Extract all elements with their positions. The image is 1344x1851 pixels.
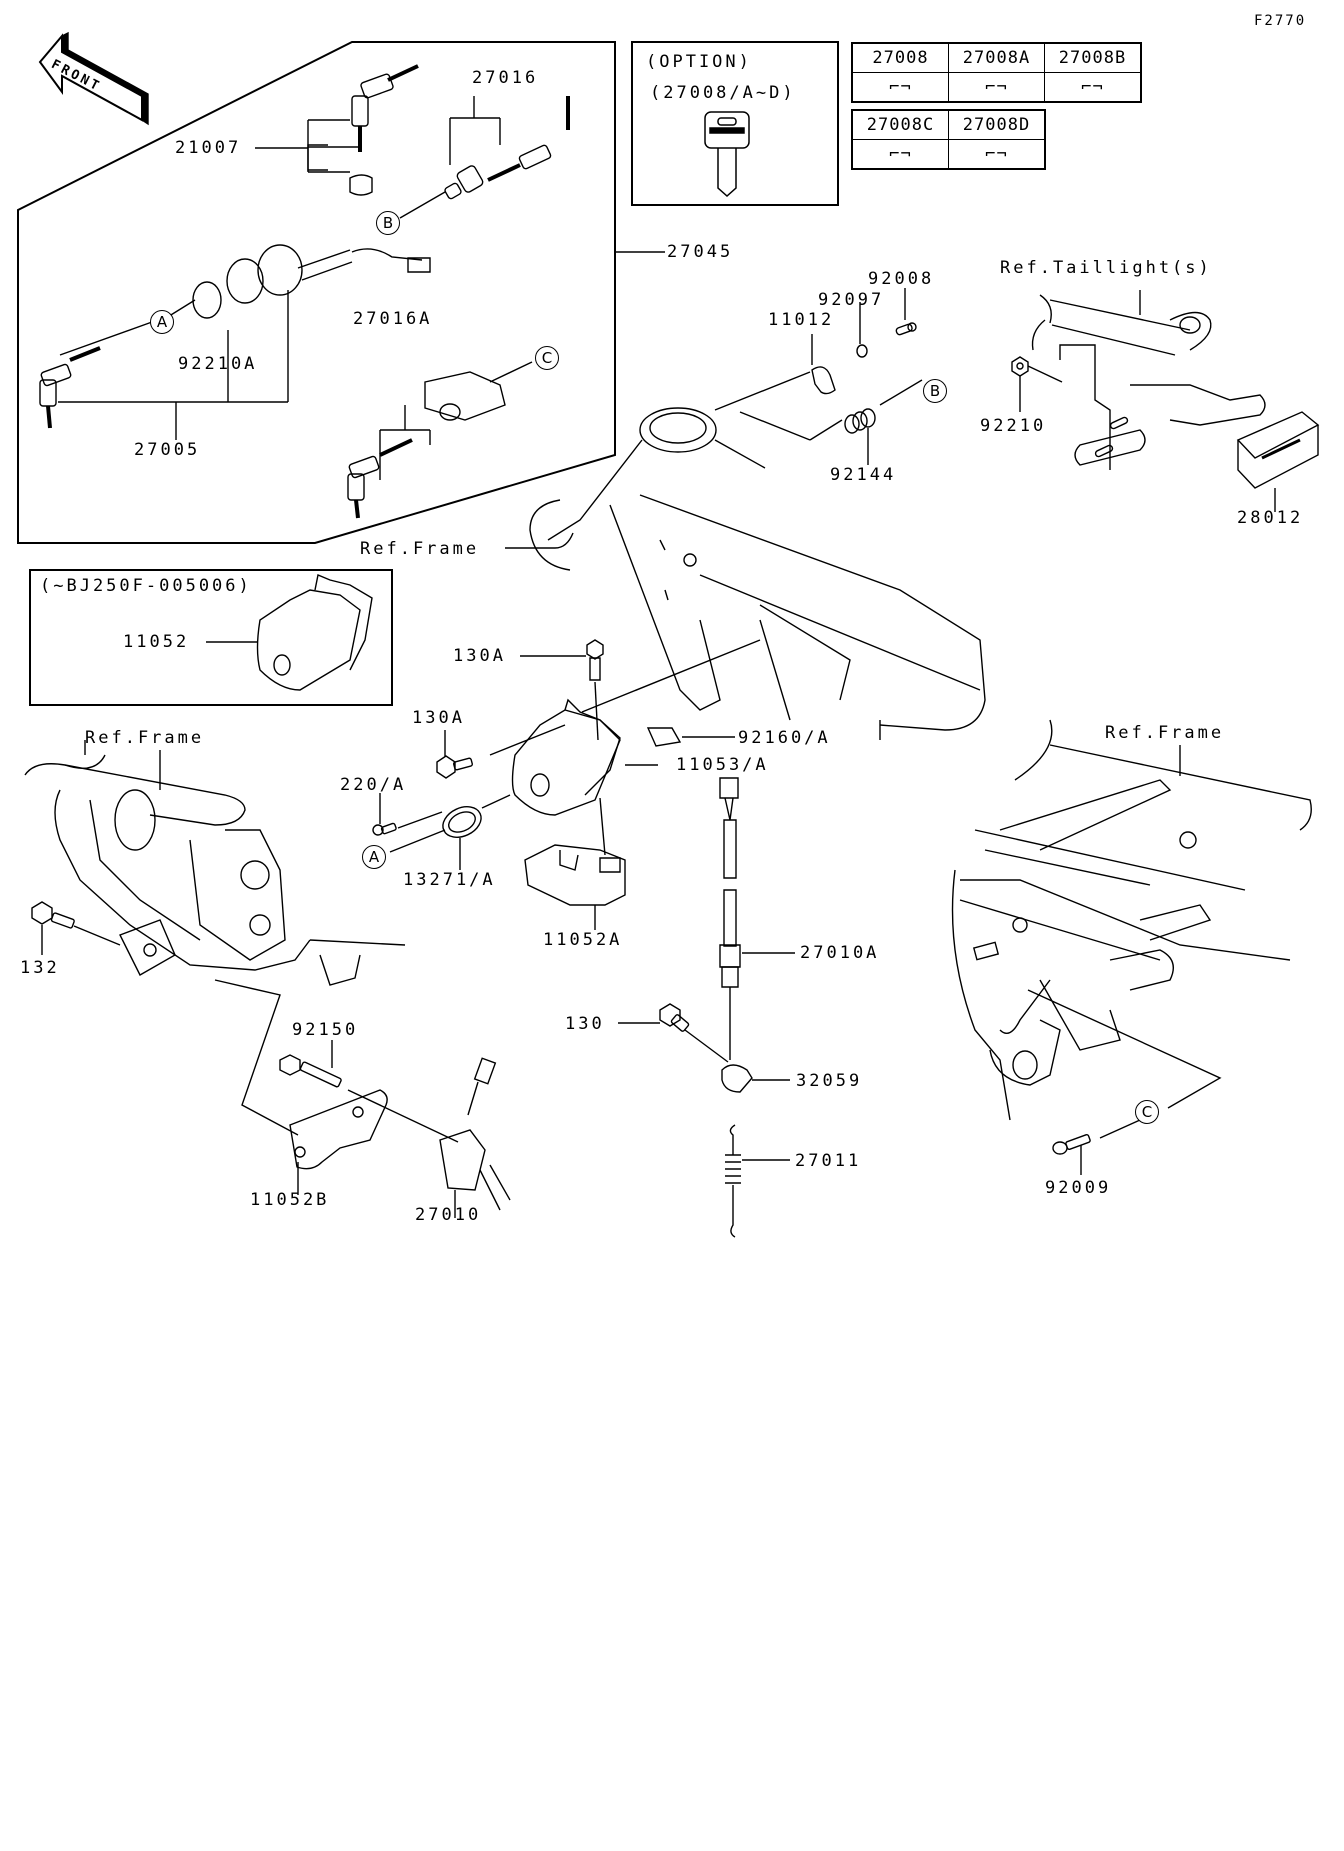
plate-13271A-icon	[438, 801, 486, 843]
bolt-130A-icon	[587, 640, 603, 680]
clamp-32059-icon	[722, 1065, 752, 1092]
part-label: 27045	[667, 242, 734, 262]
callout-a-lower: A	[362, 845, 386, 869]
part-label: 32059	[796, 1071, 863, 1091]
cover-11012-icon	[812, 367, 835, 394]
bracket-11053A-icon	[513, 700, 621, 815]
ignition-switch-icon	[193, 245, 430, 318]
callout-c-lower: C	[1135, 1100, 1159, 1124]
screw-92008-icon	[895, 323, 916, 335]
option-title: (OPTION)	[646, 52, 752, 72]
ref-frame-center: Ref.Frame	[360, 539, 480, 559]
part-label: 27005	[134, 440, 201, 460]
keys-27005-icon	[40, 348, 100, 428]
part-label: 28012	[1237, 508, 1304, 528]
key-code-27008D: 27008D	[948, 109, 1046, 140]
key-profile-icon: ⌐¬	[1044, 72, 1142, 103]
part-label: 130	[565, 1014, 605, 1034]
part-label: 92009	[1045, 1178, 1112, 1198]
keys-21007-icon	[350, 66, 418, 195]
screw-220A-icon	[373, 823, 397, 835]
part-label: 130A	[453, 646, 506, 666]
part-label: 13271/A	[403, 870, 496, 890]
ref-frame-left: Ref.Frame	[85, 728, 205, 748]
frame-head-icon	[530, 408, 985, 740]
taillight-bracket-icon	[1033, 295, 1266, 470]
part-label: 27016A	[353, 309, 433, 329]
part-label: 27010A	[800, 943, 880, 963]
callout-b-lower: B	[923, 379, 947, 403]
key-code-table-row1: 27008 27008A 27008B ⌐¬ ⌐¬ ⌐¬	[851, 42, 1142, 103]
part-label: 11053/A	[676, 755, 769, 775]
diagram-id: F2770	[1254, 13, 1307, 29]
option-range: (27008/A~D)	[650, 83, 796, 103]
part-label: 27011	[795, 1151, 862, 1171]
option-box	[632, 42, 838, 205]
switch-27010-icon	[440, 1058, 510, 1210]
switch-27010A-icon	[720, 778, 740, 1060]
screw-92009-icon	[1053, 1134, 1091, 1154]
bolt-92150-icon	[280, 1055, 342, 1087]
bracket-11052-icon	[258, 575, 373, 690]
part-label: 92150	[292, 1020, 359, 1040]
key-code-27008C: 27008C	[851, 109, 949, 140]
part-label: 130A	[412, 708, 465, 728]
part-label: 92097	[818, 290, 885, 310]
ref-frame-right: Ref.Frame	[1105, 723, 1225, 743]
key-profile-icon: ⌐¬	[948, 72, 1045, 103]
part-label: 220/A	[340, 775, 407, 795]
left-frame-icon	[25, 740, 405, 985]
reflector-28012-icon	[1238, 412, 1318, 488]
option-key-icon	[705, 112, 749, 196]
spring-27011-icon	[725, 1125, 741, 1237]
ignition-kit-panel	[18, 42, 615, 543]
washer-92097-icon	[857, 345, 867, 357]
callout-c-upper: C	[535, 346, 559, 370]
key-code-table-row2: 27008C 27008D ⌐¬ ⌐¬	[851, 109, 1046, 170]
bolt-130A-lower-icon	[437, 756, 473, 778]
right-frame-icon	[953, 720, 1312, 1120]
seat-lock-27016A-icon	[348, 372, 505, 518]
lock-cylinder-27016-icon	[444, 96, 568, 200]
bolt-130-icon	[660, 1004, 689, 1032]
part-label: 92008	[868, 269, 935, 289]
cover-11052A-icon	[525, 845, 625, 905]
key-code-27008: 27008	[851, 42, 949, 73]
part-label-11052: 11052	[123, 632, 190, 652]
key-profile-icon: ⌐¬	[851, 72, 949, 103]
callout-b-upper: B	[376, 211, 400, 235]
callout-a-upper: A	[150, 310, 174, 334]
part-label: 27010	[415, 1205, 482, 1225]
key-code-27008A: 27008A	[948, 42, 1045, 73]
key-code-27008B: 27008B	[1044, 42, 1142, 73]
part-label: 21007	[175, 138, 242, 158]
bolt-132-icon	[32, 902, 75, 928]
nut-92210-icon	[1012, 357, 1028, 376]
part-label: 11012	[768, 310, 835, 330]
part-label: 132	[20, 958, 60, 978]
serial-range-label: (~BJ250F-005006)	[40, 576, 252, 596]
part-label: 11052B	[250, 1190, 330, 1210]
part-label: 92160/A	[738, 728, 831, 748]
pad-92160A-icon	[648, 728, 680, 746]
part-label: 11052A	[543, 930, 623, 950]
key-profile-icon: ⌐¬	[948, 139, 1046, 170]
ref-taillight: Ref.Taillight(s)	[1000, 258, 1212, 278]
key-profile-icon: ⌐¬	[851, 139, 949, 170]
spring-92144-icon	[845, 409, 875, 433]
bracket-11052B-icon	[290, 1090, 387, 1169]
front-arrow-icon	[40, 33, 148, 124]
part-label: 92210	[980, 416, 1047, 436]
serial-box	[30, 570, 392, 705]
part-label: 92144	[830, 465, 897, 485]
part-label: 27016	[472, 68, 539, 88]
part-label: 92210A	[178, 354, 258, 374]
